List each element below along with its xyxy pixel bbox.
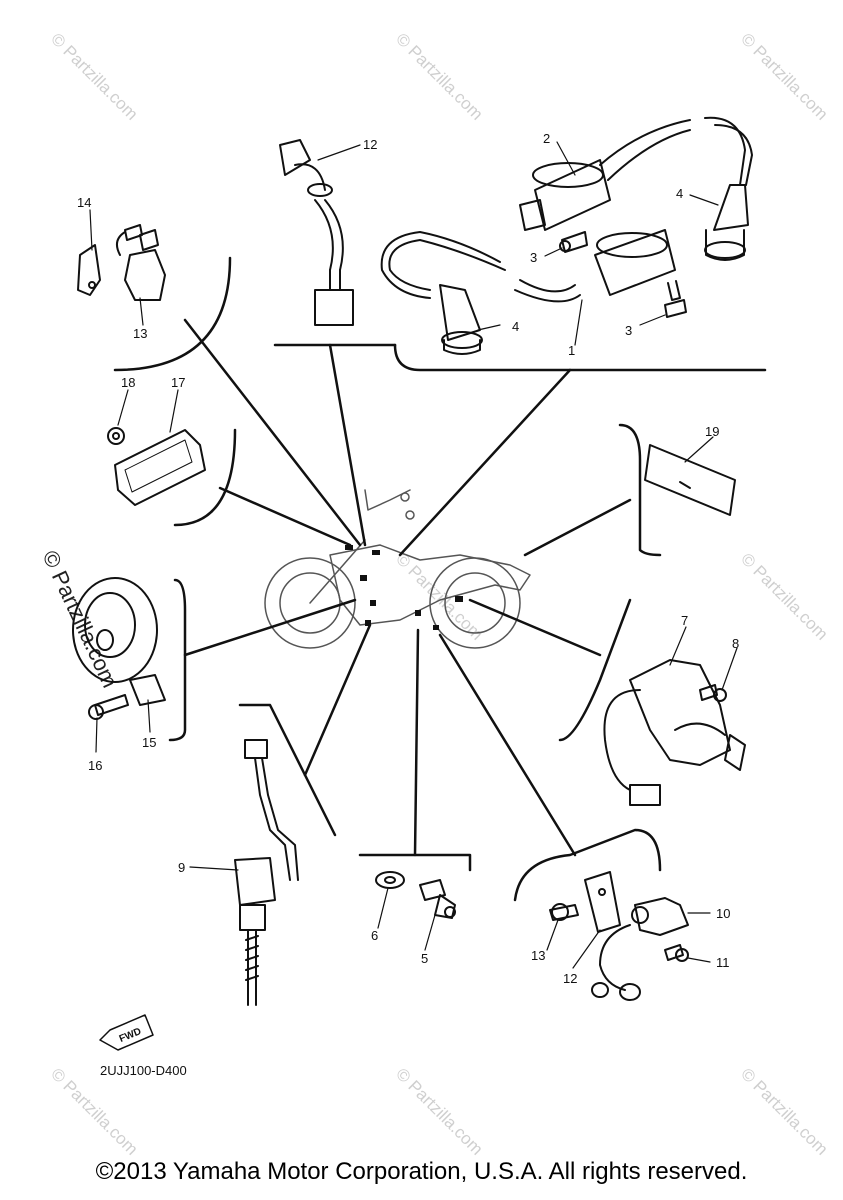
watermark-dark: © Partzilla.com <box>37 547 122 692</box>
callout-8: 8 <box>732 636 739 651</box>
callout-7: 7 <box>681 613 688 628</box>
spark-plug-cap-right <box>704 184 749 261</box>
watermark: © Partzilla.com <box>47 29 141 123</box>
callout-17: 15 <box>142 735 156 750</box>
callout-13: 13 <box>531 948 545 963</box>
watermark: © Partzilla.com <box>47 1064 141 1158</box>
callout-14: 12 <box>363 137 377 152</box>
bolt-13 <box>549 903 579 921</box>
copyright-notice: ©2013 Yamaha Motor Corporation, U.S.A. A… <box>95 1158 748 1185</box>
callout-1: 1 <box>568 343 575 358</box>
screw-8 <box>699 684 727 702</box>
callout-12: 12 <box>563 971 577 986</box>
fwd-label: FWD <box>118 1026 143 1045</box>
switch-10 <box>591 897 689 1001</box>
callout-5: 5 <box>421 951 428 966</box>
diagram-code: 2UJJ100-D400 <box>100 1063 187 1078</box>
bracket-16 <box>77 244 101 296</box>
relay-15 <box>115 224 166 301</box>
watermarks: © Partzilla.com © Partzilla.com © Partzi… <box>37 29 831 1158</box>
callout-10: 10 <box>716 906 730 921</box>
callout-4: 4 <box>676 186 683 201</box>
callout-21: 19 <box>705 424 719 439</box>
ignition-coil-2 <box>519 116 753 231</box>
callout-6: 6 <box>371 928 378 943</box>
neutral-switch-14 <box>279 139 354 326</box>
callout-9: 9 <box>178 860 185 875</box>
callout-3: 3 <box>530 250 537 265</box>
location-dots <box>345 545 463 630</box>
screw-11 <box>664 944 689 962</box>
watermark: © Partzilla.com <box>737 29 831 123</box>
sensor-9 <box>234 739 299 1006</box>
callout-20: 18 <box>121 375 135 390</box>
callout-labels: 2 3 1 3 4 4 12 14 13 18 17 19 7 8 15 16 … <box>77 131 739 986</box>
fwd-arrow-icon <box>99 1014 154 1051</box>
horn-17 <box>72 577 166 706</box>
watermark: © Partzilla.com <box>737 1064 831 1158</box>
reflector-19 <box>114 429 206 506</box>
coil-screws <box>559 231 687 318</box>
reflector-21 <box>644 444 736 516</box>
callout-4: 4 <box>512 319 519 334</box>
ignition-coil-1 <box>380 229 676 303</box>
callout-11: 11 <box>716 955 730 970</box>
motorcycle-silhouette <box>264 489 531 649</box>
callout-16: 14 <box>77 195 91 210</box>
callout-18: 16 <box>88 758 102 773</box>
watermark: © Partzilla.com <box>392 29 486 123</box>
main-switch-7 <box>603 659 746 806</box>
callout-19: 17 <box>171 375 185 390</box>
washer-6 <box>375 871 405 889</box>
nut-20 <box>107 427 125 445</box>
callout-leaders <box>89 141 738 969</box>
leader-lines <box>183 318 632 857</box>
callout-15: 13 <box>133 326 147 341</box>
switch-5 <box>419 879 456 919</box>
callout-2: 2 <box>543 131 550 146</box>
bolt-18 <box>88 694 129 720</box>
group-brackets <box>113 256 767 902</box>
spark-plug-cap-left <box>439 284 483 355</box>
callout-3: 3 <box>625 323 632 338</box>
watermark: © Partzilla.com <box>737 549 831 643</box>
watermark: © Partzilla.com <box>392 1064 486 1158</box>
bracket-12 <box>584 871 621 933</box>
